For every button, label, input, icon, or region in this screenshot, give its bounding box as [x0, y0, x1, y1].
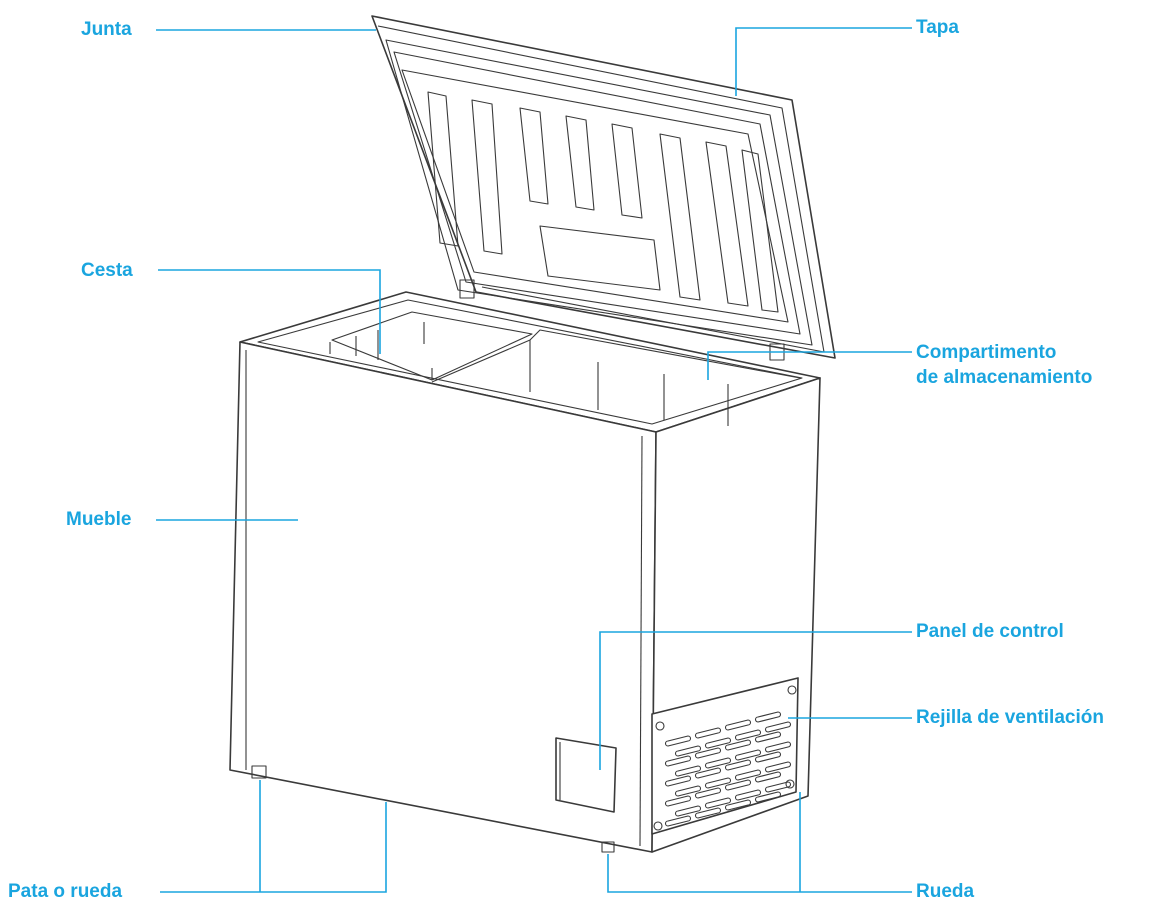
label-panel: Panel de control [916, 621, 1064, 642]
vent-slot [724, 779, 752, 791]
vent-slot [734, 749, 762, 761]
vent-slot [704, 757, 732, 769]
vent-slot [754, 751, 782, 763]
vent-slot [674, 765, 702, 777]
vent-slot [724, 739, 752, 751]
vent-slot [674, 805, 702, 817]
vent-slot [664, 815, 692, 827]
feet [251, 765, 615, 853]
vent-slot [764, 781, 792, 793]
vent-slot [664, 755, 692, 767]
vent-slot [734, 769, 762, 781]
lid-ribs [427, 91, 779, 313]
label-compartimento: Compartimento de almacenamiento [916, 342, 1093, 388]
vent-slot [724, 799, 752, 811]
basket [329, 311, 533, 381]
vent-slot [694, 727, 722, 739]
vent-slot [754, 711, 782, 723]
vent-slot [754, 731, 782, 743]
control-panel [555, 737, 617, 813]
leader-compartimento [707, 351, 912, 380]
vent-slot [694, 747, 722, 759]
vent-slot [724, 719, 752, 731]
label-tapa: Tapa [916, 17, 959, 38]
leader-panel [599, 631, 912, 770]
ventilation-grille [651, 677, 799, 835]
vent-slot [734, 729, 762, 741]
leader-tapa [735, 27, 912, 96]
vent-slot [764, 761, 792, 773]
vent-slot [694, 767, 722, 779]
label-rejilla: Rejilla de ventilación [916, 707, 1104, 728]
vent-slot [664, 775, 692, 787]
vent-slot [754, 771, 782, 783]
label-cesta: Cesta [81, 260, 133, 281]
vent-slot [734, 789, 762, 801]
vent-slot [674, 785, 702, 797]
vent-slot [764, 721, 792, 733]
label-junta: Junta [81, 19, 132, 40]
label-pata: Pata o rueda [8, 881, 123, 902]
cabinet [229, 291, 821, 853]
vent-slot [664, 735, 692, 747]
leader-pata [160, 802, 387, 893]
leader-cesta [158, 269, 381, 354]
callout-lines [156, 27, 912, 893]
vent-slot [664, 795, 692, 807]
vent-slot [674, 745, 702, 757]
label-rueda: Rueda [916, 881, 975, 902]
vent-slot [704, 737, 732, 749]
vent-slot [694, 787, 722, 799]
vent-slot [704, 797, 732, 809]
vent-slot [764, 741, 792, 753]
vent-slot [724, 759, 752, 771]
vent-slot [754, 791, 782, 803]
storage-compartment [431, 329, 801, 426]
leader-rueda [607, 854, 912, 893]
vent-slot [694, 807, 722, 819]
label-mueble: Mueble [66, 509, 132, 530]
lid [371, 15, 836, 361]
vent-slot [704, 777, 732, 789]
